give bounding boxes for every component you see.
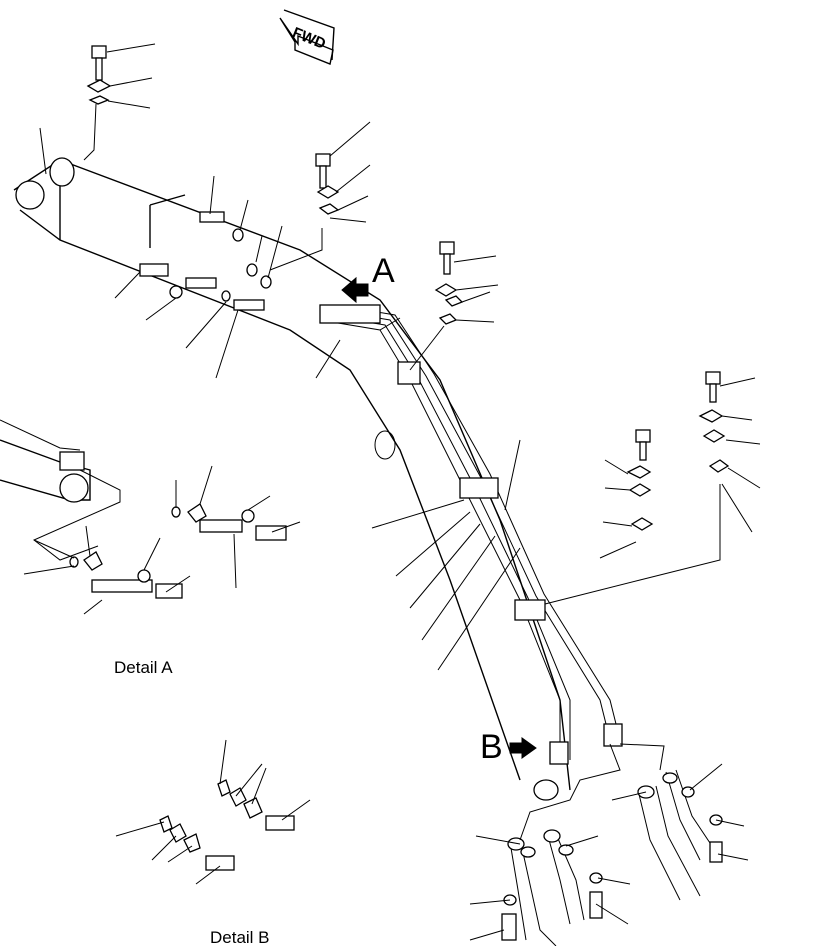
view-b-arrow-icon: [509, 737, 537, 759]
bolt-set-mid: [315, 121, 371, 223]
view-a-label: A: [372, 252, 395, 290]
leader-lines: [39, 127, 521, 671]
detail-a-label: Detail A: [114, 658, 173, 677]
detail-b-drawing: [115, 739, 311, 885]
detail-b-label: Detail B: [210, 928, 270, 947]
bolt-set-right: [434, 241, 499, 325]
view-a-arrow-icon: [341, 276, 369, 304]
bolt-set-top-left: [86, 43, 156, 109]
view-b-label: B: [480, 728, 503, 766]
detail-a-drawing: [0, 419, 301, 615]
fwd-arrow-icon: [279, 9, 335, 65]
hose-assemblies: [469, 743, 749, 947]
pin-bolt-set: [83, 103, 445, 379]
bolt-set-far-right: [544, 371, 761, 605]
boom-body: [13, 157, 571, 801]
